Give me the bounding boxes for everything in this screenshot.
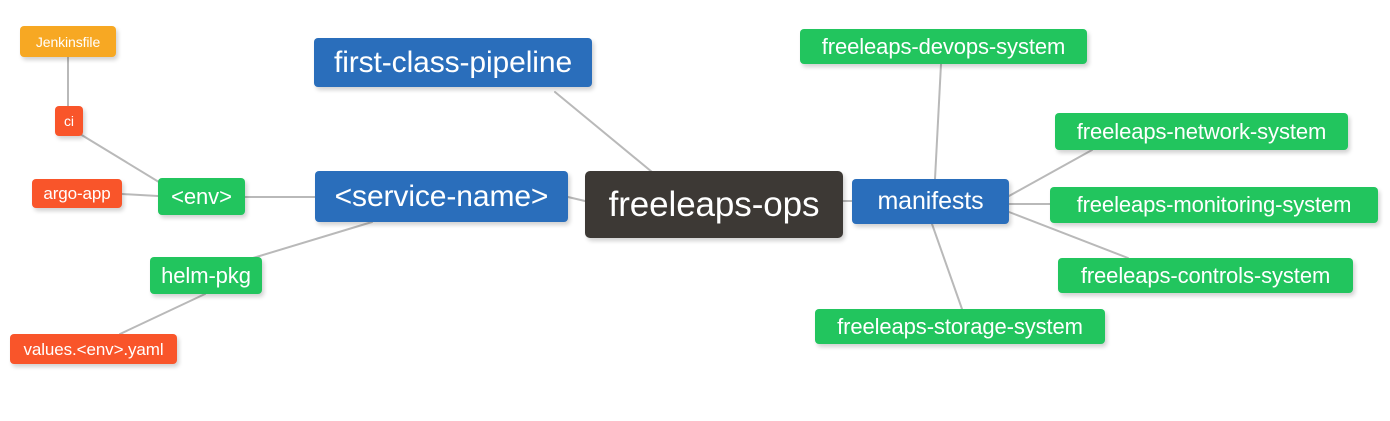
node-label: values.<env>.yaml [23, 339, 164, 359]
edge-helm-pkg-to-service-name [252, 221, 373, 259]
edge-manifests-to-freeleaps-devops-system [934, 63, 942, 180]
node-label: freeleaps-ops [608, 185, 820, 224]
node-first-class-pipeline[interactable]: first-class-pipeline [314, 38, 592, 87]
node-freeleaps-network-system[interactable]: freeleaps-network-system [1055, 113, 1348, 150]
edge-service-name-to-freeleaps-ops [567, 196, 586, 202]
node-label: freeleaps-controls-system [1080, 262, 1331, 288]
node-jenkinsfile[interactable]: Jenkinsfile [20, 26, 116, 57]
node-helm-pkg[interactable]: helm-pkg [150, 257, 262, 294]
node-label: ci [64, 113, 74, 129]
node-label: <service-name> [334, 179, 549, 213]
node-ci[interactable]: ci [55, 106, 83, 136]
node-label: Jenkinsfile [35, 33, 101, 50]
node-env[interactable]: <env> [158, 178, 245, 215]
edge-argo-app-to-env [121, 193, 159, 197]
node-label: freeleaps-devops-system [821, 33, 1066, 59]
node-label: <env> [171, 183, 232, 209]
node-label: freeleaps-storage-system [837, 313, 1083, 339]
edge-manifests-to-freeleaps-storage-system [931, 223, 963, 310]
node-service-name[interactable]: <service-name> [315, 171, 568, 222]
node-freeleaps-storage-system[interactable]: freeleaps-storage-system [815, 309, 1105, 344]
edge-first-class-pipeline-to-freeleaps-ops [554, 91, 653, 173]
node-freeleaps-controls-system[interactable]: freeleaps-controls-system [1058, 258, 1353, 293]
node-freeleaps-monitoring-system[interactable]: freeleaps-monitoring-system [1050, 187, 1378, 223]
node-values-env-yaml[interactable]: values.<env>.yaml [10, 334, 177, 364]
node-freeleaps-ops[interactable]: freeleaps-ops [585, 171, 843, 238]
node-label: helm-pkg [161, 262, 251, 288]
node-label: freeleaps-monitoring-system [1076, 192, 1352, 217]
node-freeleaps-devops-system[interactable]: freeleaps-devops-system [800, 29, 1087, 64]
node-label: manifests [877, 187, 984, 215]
node-label: first-class-pipeline [333, 45, 573, 79]
node-label: freeleaps-network-system [1076, 118, 1327, 144]
node-manifests[interactable]: manifests [852, 179, 1009, 224]
node-label: argo-app [43, 184, 111, 203]
node-argo-app[interactable]: argo-app [32, 179, 122, 208]
edge-values-env-yaml-to-helm-pkg [119, 293, 206, 335]
